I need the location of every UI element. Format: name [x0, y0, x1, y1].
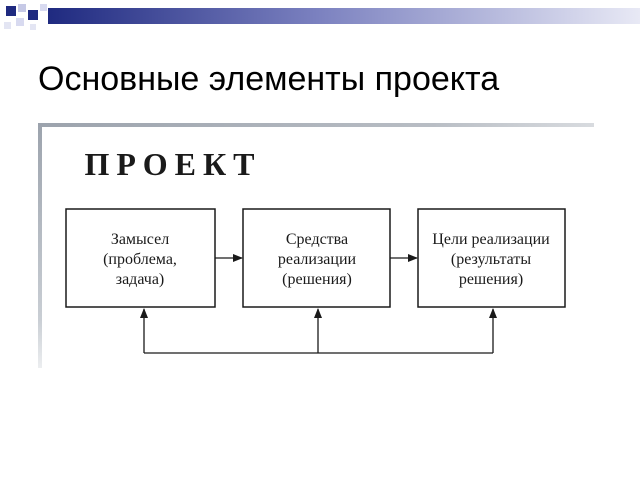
box-idea-line-2: (проблема,: [103, 251, 177, 268]
header-gradient-bar: [48, 8, 640, 24]
header-square-1: [6, 6, 16, 16]
box-means-line-1: Средства: [286, 231, 348, 248]
diagram-heading: ПРОЕКТ: [84, 146, 261, 182]
header-square-7: [30, 24, 36, 30]
slide-title: Основные элементы проекта: [38, 60, 500, 98]
header-decoration: [4, 4, 640, 30]
box-idea-line-3: задача): [116, 271, 165, 288]
box-idea-line-1: Замысел: [111, 231, 169, 248]
box-means-line-2: реализации: [278, 251, 357, 268]
project-diagram-figure: ПРОЕКТ Замысел (проблема, задача) Средст…: [38, 123, 594, 368]
project-diagram: ПРОЕКТ Замысел (проблема, задача) Средст…: [65, 146, 566, 354]
box-goals-line-3: решения): [459, 271, 523, 288]
header-square-4: [40, 4, 47, 11]
box-goals-line-2: (результаты: [451, 251, 531, 268]
box-means-line-3: (решения): [282, 271, 352, 288]
box-means: [242, 208, 391, 308]
box-goals-line-1: Цели реализации: [432, 231, 550, 248]
header-square-5: [16, 18, 24, 26]
header-square-6: [4, 22, 11, 29]
figure-top-border: [38, 123, 594, 127]
box-idea: [65, 208, 216, 308]
header-square-2: [18, 4, 26, 12]
header-square-3: [28, 10, 38, 20]
box-goals: [417, 208, 566, 308]
figure-left-border: [38, 123, 42, 368]
